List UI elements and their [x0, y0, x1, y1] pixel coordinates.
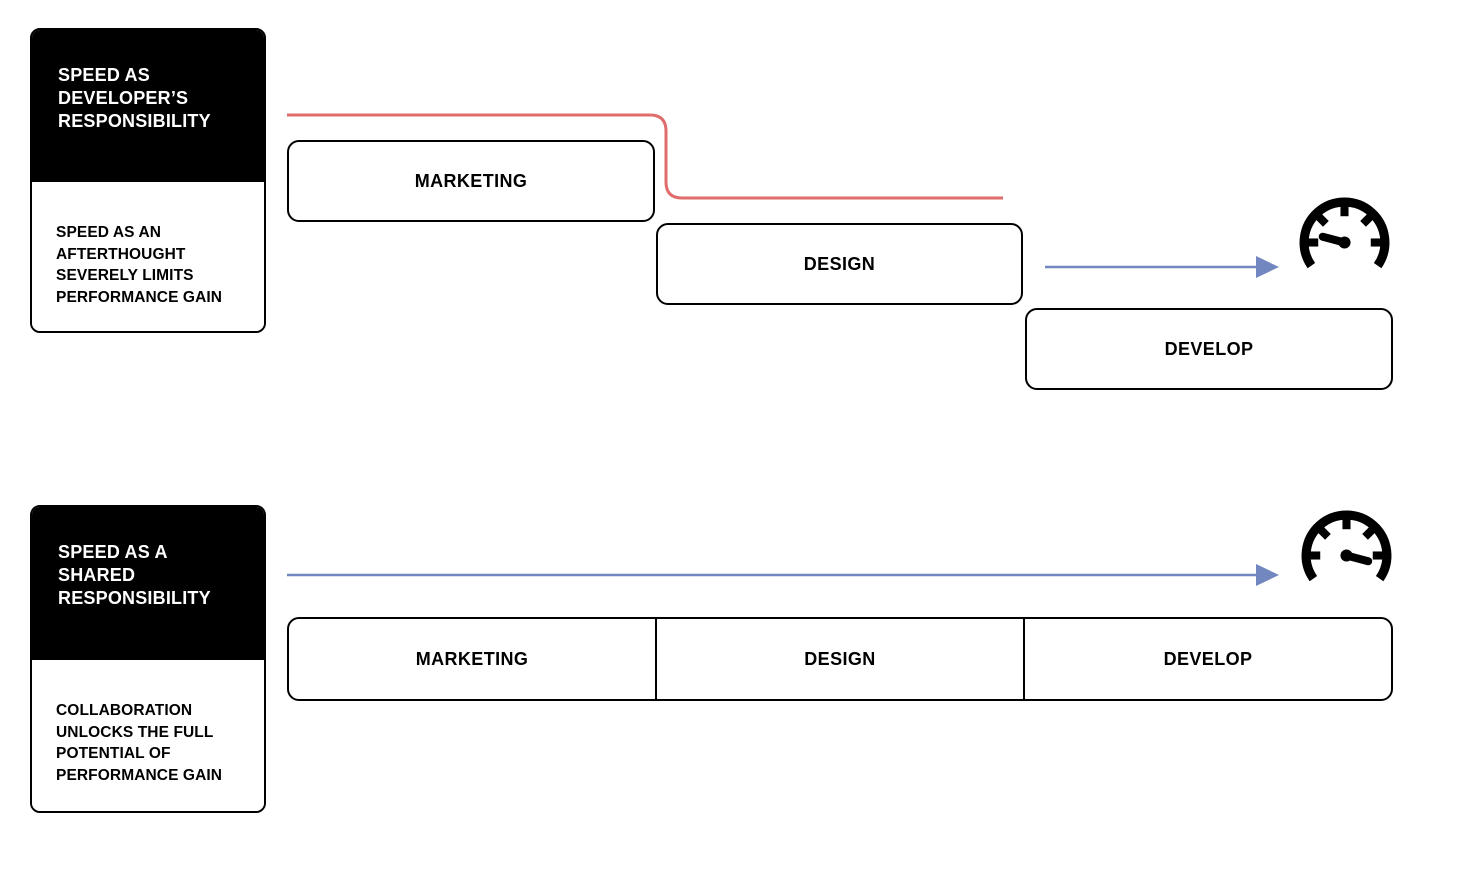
stage-label: DESIGN: [803, 253, 876, 274]
stage-label: MARKETING: [415, 648, 529, 669]
speed-arrow-long: [287, 564, 1279, 586]
arrowhead-icon: [1256, 564, 1279, 586]
card-title: SPEED AS A SHARED RESPONSIBILITY: [32, 507, 264, 660]
speed-arrow-short: [1045, 256, 1279, 278]
card-description: COLLABORATION UNLOCKS THE FULL POTENTIAL…: [32, 660, 264, 811]
stage-label: DEVELOP: [1164, 338, 1254, 359]
card-title: SPEED AS DEVELOPER’S RESPONSIBILITY: [32, 30, 264, 182]
shared-timeline-row: MARKETING DESIGN DEVELOP: [287, 617, 1393, 701]
stage-cell-design: DESIGN: [655, 619, 1023, 699]
stage-label: DESIGN: [804, 648, 876, 669]
speedometer-high-icon: [1301, 510, 1392, 582]
scenario-card-sequential: SPEED AS DEVELOPER’S RESPONSIBILITY SPEE…: [30, 28, 266, 333]
stage-label: MARKETING: [414, 170, 528, 191]
scenario-card-shared: SPEED AS A SHARED RESPONSIBILITY COLLABO…: [30, 505, 266, 813]
stage-cell-marketing: MARKETING: [289, 619, 655, 699]
stage-cell-develop: DEVELOP: [1023, 619, 1391, 699]
stage-box-develop: DEVELOP: [1025, 308, 1393, 390]
card-description: SPEED AS AN AFTERTHOUGHT SEVERELY LIMITS…: [32, 182, 264, 331]
stage-label: DEVELOP: [1163, 648, 1253, 669]
speedometer-low-icon: [1299, 197, 1390, 269]
stage-box-design: DESIGN: [656, 223, 1023, 305]
stage-box-marketing: MARKETING: [287, 140, 655, 222]
arrowhead-icon: [1256, 256, 1279, 278]
